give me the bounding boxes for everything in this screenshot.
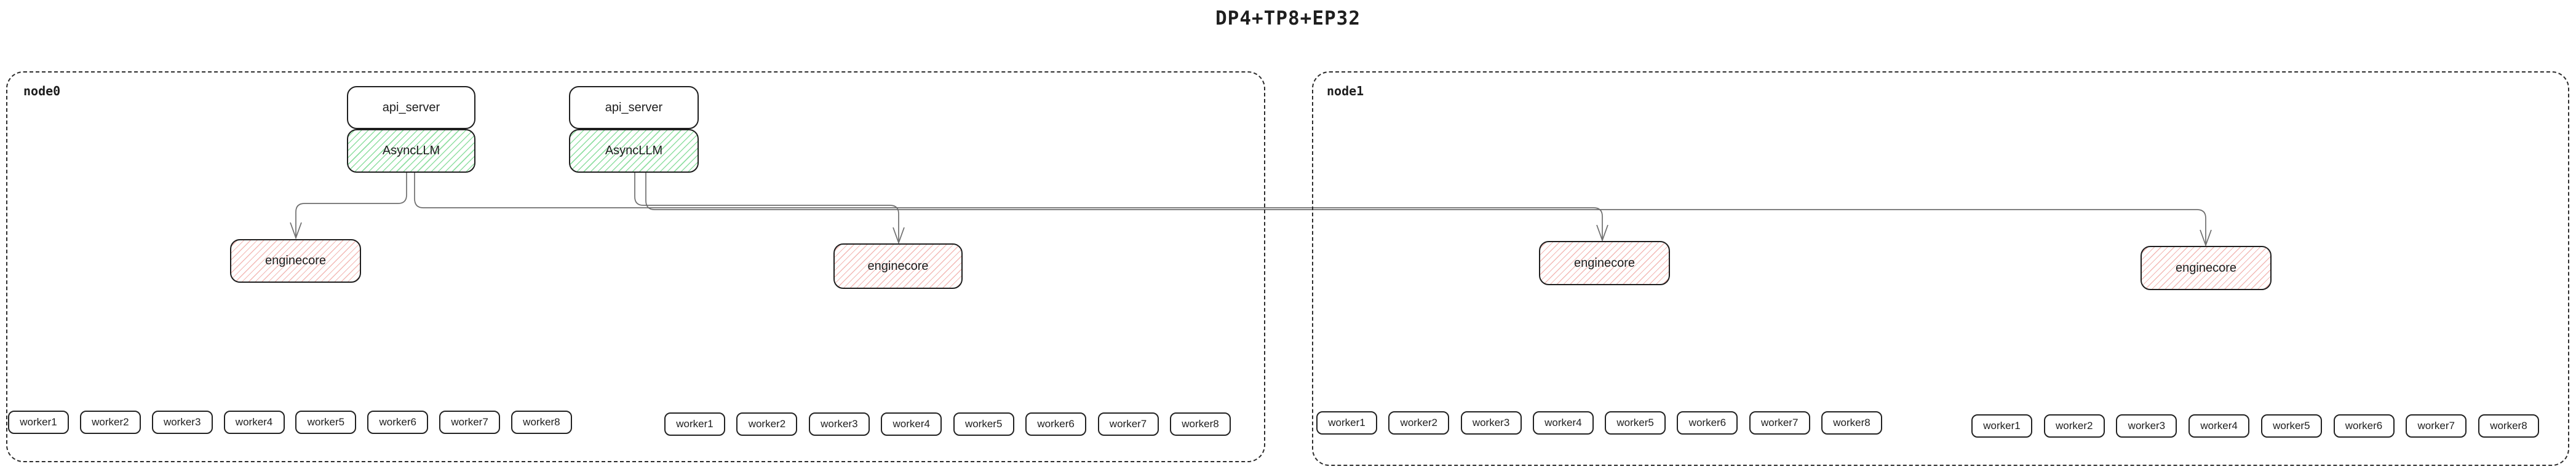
- worker-box: worker4: [881, 412, 942, 436]
- node0-label: node0: [23, 84, 61, 98]
- worker-box: worker4: [2188, 414, 2250, 438]
- api-server-box-2: api_server: [569, 86, 699, 129]
- arrow-llm1-to-ec3: [414, 173, 1603, 238]
- worker-box: worker4: [223, 411, 285, 434]
- arrowhead-ec4: [2200, 229, 2212, 247]
- asyncllm-box-2: AsyncLLM: [569, 129, 699, 173]
- worker-box: worker8: [2478, 414, 2539, 438]
- worker-box: worker6: [1677, 411, 1738, 435]
- worker-box: worker6: [367, 411, 429, 434]
- worker-box: worker8: [511, 411, 572, 434]
- worker-box: worker1: [1316, 411, 1377, 435]
- arrowhead-ec2: [892, 227, 905, 245]
- worker-box: worker7: [1749, 411, 1810, 435]
- arrow-llm1-to-ec1: [295, 173, 407, 236]
- worker-box: worker3: [151, 411, 213, 434]
- worker-box: worker7: [1097, 412, 1159, 436]
- worker-box: worker1: [8, 411, 69, 434]
- worker-box: worker5: [2260, 414, 2322, 438]
- worker-group-4: worker1 worker2 worker3 worker4 worker5 …: [1971, 414, 2539, 438]
- arrow-llm2-to-ec4: [645, 173, 2206, 243]
- worker-group-1: worker1 worker2 worker3 worker4 worker5 …: [8, 411, 572, 434]
- worker-box: worker1: [1971, 414, 2032, 438]
- worker-box: worker5: [295, 411, 357, 434]
- worker-box: worker4: [1532, 411, 1594, 435]
- enginecore-box-3: enginecore: [1539, 241, 1670, 285]
- worker-box: worker2: [2043, 414, 2105, 438]
- worker-group-3: worker1 worker2 worker3 worker4 worker5 …: [1316, 411, 1882, 435]
- worker-box: worker7: [2406, 414, 2467, 438]
- worker-box: worker6: [1025, 412, 1087, 436]
- diagram-title: DP4+TP8+EP32: [1215, 7, 1361, 30]
- node1-container: [1312, 71, 2569, 466]
- arrowhead-ec3: [1596, 224, 1608, 242]
- api-server-box-1: api_server: [347, 86, 475, 129]
- worker-box: worker7: [439, 411, 501, 434]
- worker-box: worker5: [1605, 411, 1666, 435]
- worker-box: worker6: [2333, 414, 2395, 438]
- enginecore-box-2: enginecore: [833, 243, 963, 289]
- worker-box: worker3: [1460, 411, 1522, 435]
- enginecore-box-1: enginecore: [230, 239, 361, 283]
- worker-group-2: worker1 worker2 worker3 worker4 worker5 …: [664, 412, 1231, 436]
- worker-box: worker8: [1821, 411, 1882, 435]
- worker-box: worker1: [664, 412, 725, 436]
- worker-box: worker2: [736, 412, 798, 436]
- worker-box: worker3: [2116, 414, 2177, 438]
- worker-box: worker8: [1169, 412, 1231, 436]
- enginecore-box-4: enginecore: [2141, 246, 2272, 290]
- asyncllm-box-1: AsyncLLM: [347, 129, 475, 173]
- node0-container: [6, 71, 1265, 462]
- node1-label: node1: [1327, 84, 1364, 98]
- worker-box: worker3: [808, 412, 870, 436]
- worker-box: worker2: [1388, 411, 1450, 435]
- worker-box: worker2: [79, 411, 141, 434]
- arrowhead-ec1: [290, 222, 302, 240]
- worker-box: worker5: [953, 412, 1014, 436]
- arrow-llm2-to-ec2: [634, 173, 899, 241]
